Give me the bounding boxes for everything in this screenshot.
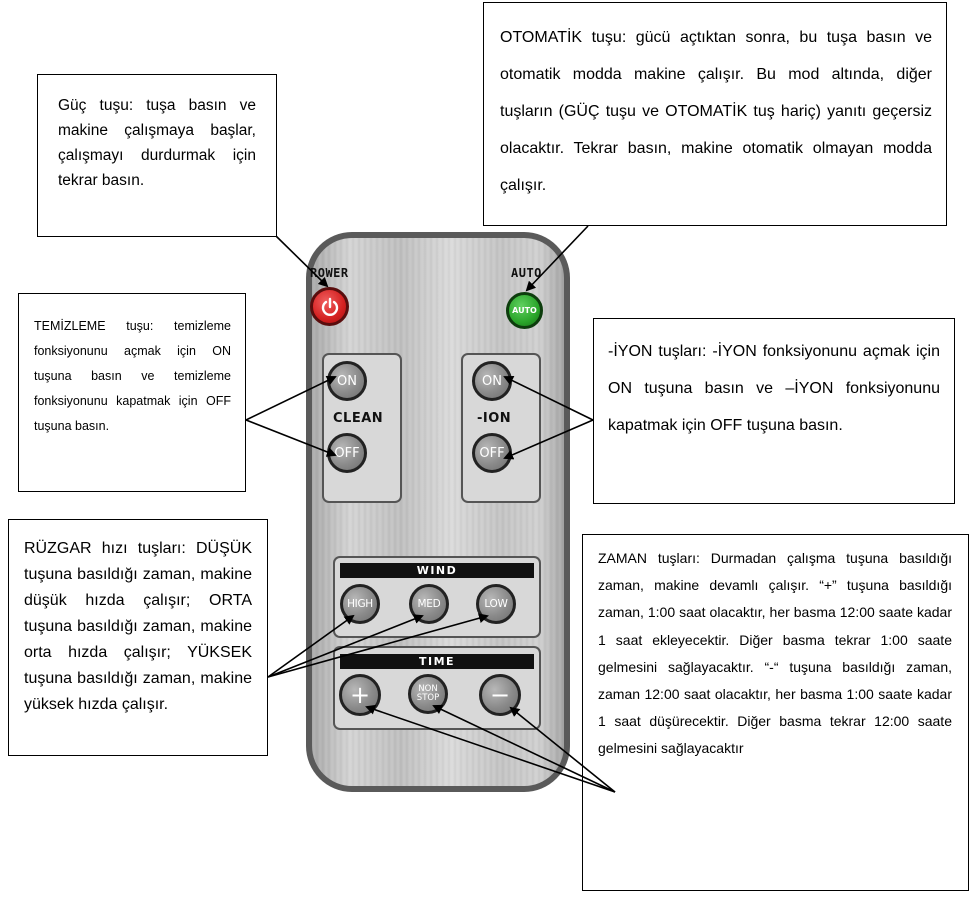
time-callout: ZAMAN tuşları: Durmadan çalışma tuşuna b… — [582, 534, 969, 891]
wind-banner: WIND — [340, 563, 534, 578]
nonstop-label-line1: NON — [418, 684, 438, 694]
power-callout: Güç tuşu: tuşa basın ve makine çalışmaya… — [37, 74, 277, 237]
wind-low-button[interactable]: LOW — [476, 584, 516, 624]
time-minus-button[interactable]: − — [479, 674, 521, 716]
clean-off-label: OFF — [334, 445, 360, 461]
wind-med-button[interactable]: MED — [409, 584, 449, 624]
ion-off-button[interactable]: OFF — [472, 433, 512, 473]
ion-on-button[interactable]: ON — [472, 361, 512, 401]
clean-on-button[interactable]: ON — [327, 361, 367, 401]
plus-icon: + — [349, 681, 371, 709]
auto-label: AUTO — [511, 266, 542, 280]
ion-callout: -İYON tuşları: -İYON fonksiyonunu açmak … — [593, 318, 955, 504]
clean-off-button[interactable]: OFF — [327, 433, 367, 473]
power-button[interactable] — [310, 287, 349, 326]
minus-icon: − — [489, 681, 511, 709]
auto-callout: OTOMATİK tuşu: gücü açtıktan sonra, bu t… — [483, 2, 947, 226]
wind-callout: RÜZGAR hızı tuşları: DÜŞÜK tuşuna basıld… — [8, 519, 268, 756]
nonstop-label-line2: STOP — [416, 693, 440, 703]
time-banner: TIME — [340, 654, 534, 669]
time-plus-button[interactable]: + — [339, 674, 381, 716]
clean-on-label: ON — [337, 373, 357, 389]
clean-callout: TEMİZLEME tuşu: temizleme fonksiyonunu a… — [18, 293, 246, 492]
power-label: ROWER — [310, 266, 349, 280]
ion-group-label: -ION — [477, 411, 512, 426]
wind-high-label: HIGH — [347, 598, 373, 610]
auto-button[interactable]: AUTO — [506, 292, 543, 329]
wind-med-label: MED — [417, 598, 441, 610]
clean-group-label: CLEAN — [333, 411, 384, 426]
time-nonstop-button[interactable]: NON STOP — [408, 674, 448, 714]
auto-button-text: AUTO — [512, 306, 537, 315]
ion-off-label: OFF — [479, 445, 505, 461]
wind-low-label: LOW — [484, 598, 508, 610]
power-icon — [321, 297, 338, 316]
ion-on-label: ON — [482, 373, 502, 389]
wind-high-button[interactable]: HIGH — [340, 584, 380, 624]
